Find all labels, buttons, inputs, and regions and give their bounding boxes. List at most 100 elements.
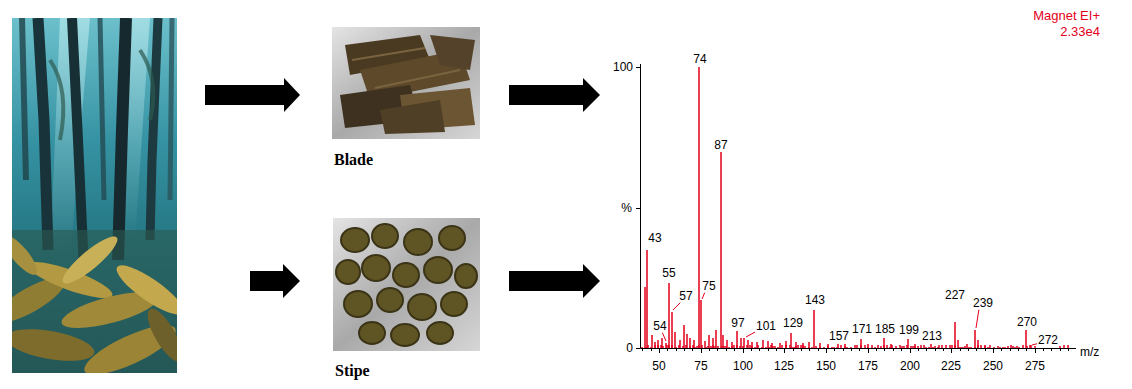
peak-bar xyxy=(949,345,951,348)
peak-bar xyxy=(686,334,688,348)
peak-bar xyxy=(958,347,960,348)
peak-bar xyxy=(880,346,882,348)
peak-bar xyxy=(726,340,728,348)
peak-bar xyxy=(954,322,956,348)
peak-bar xyxy=(679,340,681,348)
peak-bar xyxy=(854,345,856,348)
peak-bar xyxy=(954,345,956,348)
axis-label: 100 xyxy=(612,61,634,74)
peak-bar xyxy=(945,345,947,348)
peak-bar xyxy=(1014,347,1016,348)
peak-bar xyxy=(980,345,982,348)
peak-bar xyxy=(678,345,680,348)
mass-spectrum-node: Magnet EI+ 2.33e4 xyxy=(600,0,1132,389)
peak-bar xyxy=(665,343,667,348)
peak-bar xyxy=(827,346,829,348)
peak-bar xyxy=(930,344,932,348)
peak-label: 129 xyxy=(782,317,804,330)
peak-bar xyxy=(751,346,753,348)
peak-bar xyxy=(767,341,769,348)
peak-bar xyxy=(1059,346,1061,348)
peak-bar xyxy=(646,250,648,348)
axis-label: 275 xyxy=(1024,360,1046,373)
peak-bar xyxy=(874,347,876,348)
peak-bar xyxy=(804,346,806,348)
peak-bar xyxy=(1025,330,1027,348)
peak-bar xyxy=(999,347,1001,348)
peak-bar xyxy=(883,338,885,348)
peak-bar xyxy=(771,343,773,348)
peak-bar xyxy=(860,339,862,348)
peak-bar xyxy=(846,347,848,348)
peak-bar xyxy=(997,346,999,348)
peak-bar xyxy=(675,347,677,348)
peak-bar xyxy=(984,346,986,348)
peak-bar xyxy=(731,342,733,348)
peak-bar xyxy=(722,335,724,348)
peak-bar xyxy=(928,347,930,348)
peak-bar xyxy=(974,347,976,348)
peak-bar xyxy=(747,340,749,348)
peak-bar xyxy=(960,347,962,348)
peak-bar xyxy=(668,345,670,348)
peak-bar xyxy=(777,347,779,348)
peak-bar xyxy=(756,342,758,348)
peak-bar xyxy=(833,347,835,348)
peak-bar xyxy=(1018,347,1020,348)
peak-bar xyxy=(701,345,703,348)
axis-label: 175 xyxy=(857,360,879,373)
peak-bar xyxy=(836,347,838,348)
peak-bar xyxy=(712,338,714,348)
peak-bar xyxy=(728,347,730,348)
axis-label: 0 xyxy=(625,342,634,355)
peak-bar xyxy=(903,346,905,348)
peak-bar xyxy=(742,346,744,348)
peak-bar xyxy=(736,331,738,348)
peak-bar xyxy=(725,346,727,348)
peak-bar xyxy=(700,300,702,348)
peak-bar xyxy=(1012,346,1014,348)
peak-bar xyxy=(661,338,663,348)
peak-label: 239 xyxy=(972,297,994,310)
peak-bar xyxy=(662,346,664,348)
peak-bar xyxy=(1067,345,1069,348)
peak-bar xyxy=(827,344,829,348)
peak-bar xyxy=(914,344,916,348)
peak-bar xyxy=(901,346,903,348)
peak-bar xyxy=(654,345,656,348)
peak-bar xyxy=(790,333,792,348)
peak-bar xyxy=(974,330,976,348)
peak-bar xyxy=(694,347,696,348)
peak-bar xyxy=(837,344,839,348)
leader-line xyxy=(702,292,705,299)
peak-bar xyxy=(1029,345,1031,348)
peak-bar xyxy=(808,342,810,348)
peak-bar xyxy=(840,345,842,348)
peak-bar xyxy=(746,345,748,348)
peak-bar xyxy=(657,345,659,348)
peak-bar xyxy=(785,345,787,348)
peak-bar xyxy=(682,346,684,348)
axis-label: 50 xyxy=(651,360,666,373)
peak-bar xyxy=(984,345,986,348)
peak-bar xyxy=(802,345,804,348)
peak-label: 272 xyxy=(1037,334,1059,347)
peak-bar xyxy=(977,340,979,348)
peak-bar xyxy=(937,347,939,348)
peak-label: 74 xyxy=(692,53,707,66)
peak-bar xyxy=(923,345,925,348)
peak-bar xyxy=(907,339,909,348)
peak-bar xyxy=(785,341,787,348)
peak-bar xyxy=(883,345,885,348)
peak-bar xyxy=(708,335,710,348)
peak-bar xyxy=(770,345,772,348)
peak-bar xyxy=(668,283,670,348)
peak-label: 213 xyxy=(921,330,943,343)
peak-bar xyxy=(797,345,799,348)
axis-label: 100 xyxy=(732,360,754,373)
peak-bar xyxy=(791,347,793,348)
